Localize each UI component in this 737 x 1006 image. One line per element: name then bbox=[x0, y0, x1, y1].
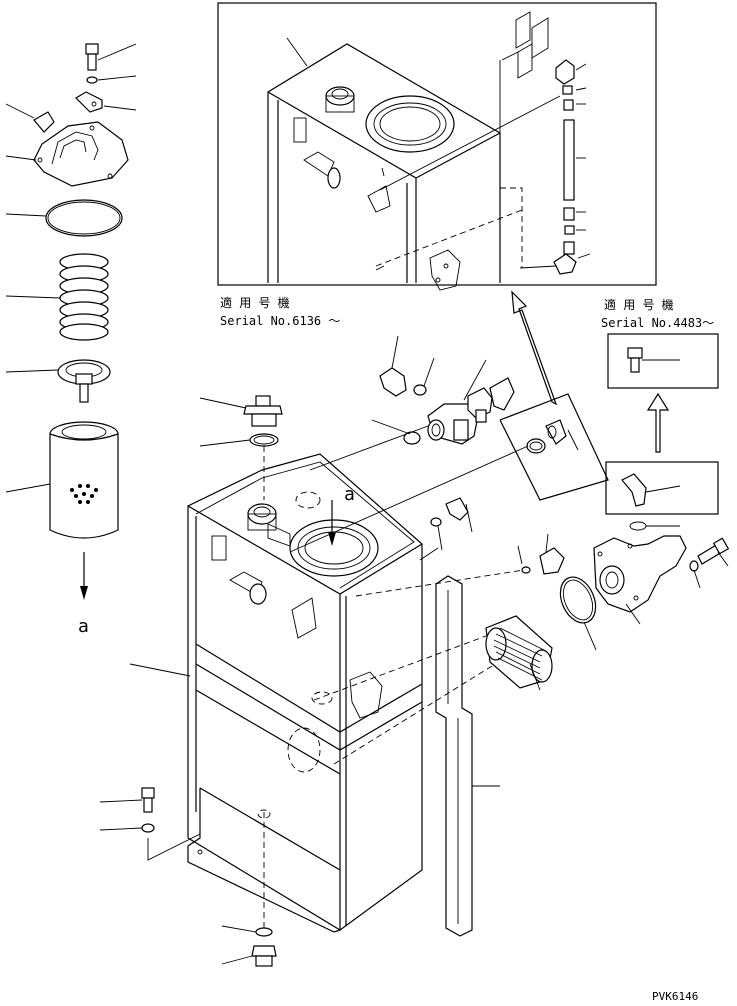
right-inset-frame bbox=[607, 333, 719, 389]
right-inset bbox=[607, 333, 719, 389]
left-view-label-a: a bbox=[78, 616, 89, 637]
drain-plug bbox=[221, 925, 277, 967]
long-strip bbox=[435, 575, 500, 937]
inset-pipe-assembly bbox=[379, 11, 577, 275]
fitting-box bbox=[605, 461, 719, 515]
spring bbox=[59, 253, 109, 341]
drawing-code: PVK6146 bbox=[652, 990, 698, 1003]
main-tank bbox=[187, 453, 423, 933]
left-filter-assembly bbox=[5, 43, 137, 600]
top-inset-serial: Serial No.6136 ～ bbox=[220, 314, 340, 328]
right-inset-serial: Serial No.4483～ bbox=[601, 316, 714, 330]
elbow-mid bbox=[430, 497, 473, 551]
tank-view-label-a: a bbox=[344, 484, 355, 505]
top-inset bbox=[217, 2, 657, 291]
strainer-parts bbox=[485, 533, 730, 691]
top-inset-label-jp: 適 用 号 機 bbox=[220, 295, 290, 310]
inset-tank bbox=[267, 43, 501, 291]
valve-assembly bbox=[379, 335, 515, 445]
right-inset-label-jp: 適 用 号 機 bbox=[604, 297, 674, 312]
breather-parts bbox=[199, 395, 283, 500]
drain-bolt-parts bbox=[99, 787, 201, 861]
up-arrow-right bbox=[646, 392, 670, 453]
up-arrow-to-inset bbox=[511, 290, 558, 406]
union-box bbox=[499, 393, 609, 501]
filter-holes bbox=[70, 484, 98, 504]
